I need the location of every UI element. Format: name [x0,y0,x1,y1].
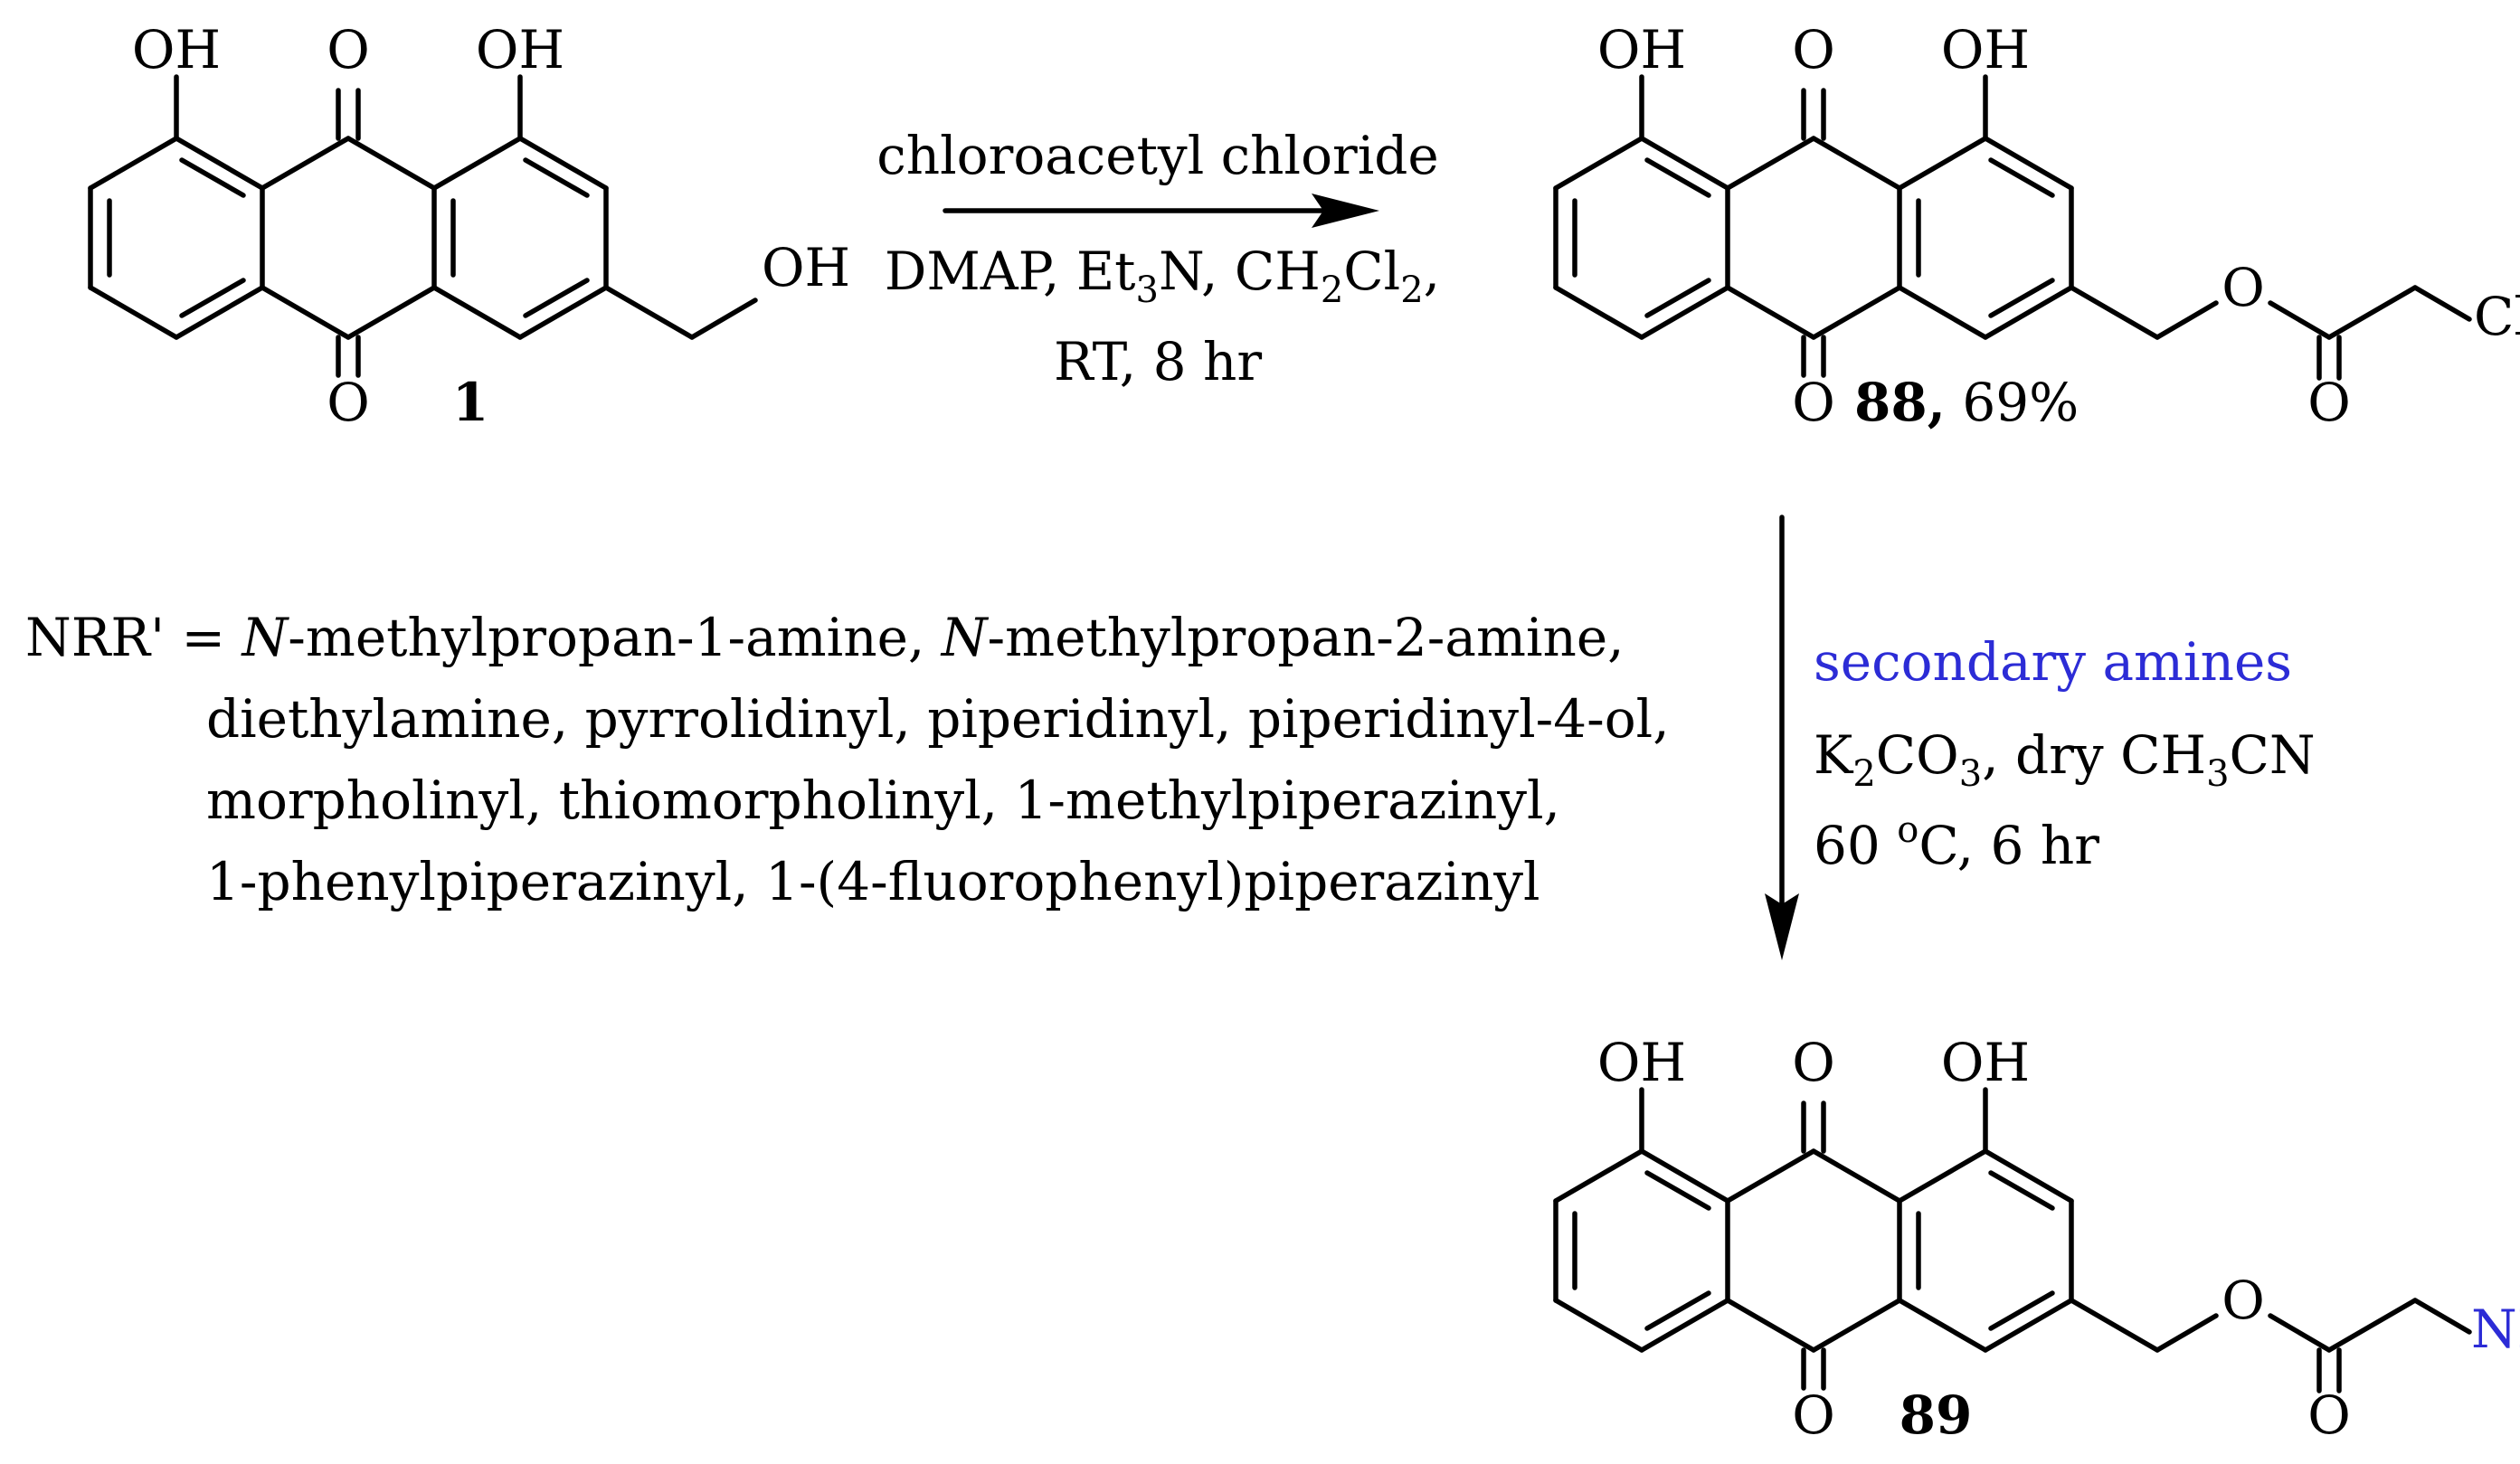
atom-o: O [2222,1270,2265,1331]
step2-reagent: secondary amines [1814,631,2292,693]
atom-o: O [1792,1384,1835,1446]
nrr-legend: NRR' = N-methylpropan-1-amine, N-methylp… [25,607,1670,912]
atom-cl: Cl [2474,286,2520,347]
compound-89: OH O OH O O O NRR' 89 [1553,1032,2520,1446]
atom-o: O [1792,1032,1835,1093]
compound-88-bonds [1553,74,2472,381]
step1-reagent: chloroacetyl chloride [876,125,1438,186]
step1-time: RT, 8 hr [1054,331,1262,392]
arrowhead-icon [1765,893,1799,960]
atom-o: O [2307,1384,2351,1446]
atom-oh: OH [1597,19,1686,80]
legend-line-2: diethylamine, pyrrolidinyl, piperidinyl,… [206,688,1670,750]
atom-o: O [2307,372,2351,433]
legend-line-4: 1-phenylpiperazinyl, 1-(4-fluorophenyl)p… [206,851,1540,912]
atom-o: O [327,372,370,433]
atom-oh: OH [762,237,850,298]
reaction-arrow-2: secondary amines K2CO3, dry CH3CN 60 oC,… [1765,515,2316,960]
compound-1-label: 1 [452,372,488,433]
reaction-arrow-1: chloroacetyl chloride DMAP, Et3N, CH2Cl2… [876,125,1440,392]
atom-oh: OH [1941,1032,2030,1093]
step2-base-solvent: K2CO3, dry CH3CN [1814,724,2316,795]
arrowhead-icon [1312,194,1379,228]
atom-o: O [1792,372,1835,433]
atom-oh: OH [132,19,221,80]
legend-line-1: NRR' = N-methylpropan-1-amine, N-methylp… [25,607,1625,668]
atom-o: O [2222,257,2265,318]
atom-o: O [327,19,370,80]
compound-89-bonds [1553,1087,2472,1393]
atom-oh: OH [476,19,564,80]
atom-oh: OH [1941,19,2030,80]
step1-conditions: DMAP, Et3N, CH2Cl2, [885,241,1440,311]
compound-89-label: 89 [1899,1384,1973,1446]
step2-temperature: 60 oC, 6 hr [1814,809,2099,876]
atom-o: O [1792,19,1835,80]
legend-line-3: morpholinyl, thiomorpholinyl, 1-methylpi… [206,770,1560,831]
compound-88-label: 88, 69% [1854,372,2079,433]
compound-88: OH O OH O O O Cl 88, 69% [1553,19,2520,433]
atom-oh: OH [1597,1032,1686,1093]
compound-1-bonds [88,74,758,378]
compound-1: OH O OH O OH 1 [88,19,850,433]
atom-nrr: NRR' [2471,1299,2520,1360]
